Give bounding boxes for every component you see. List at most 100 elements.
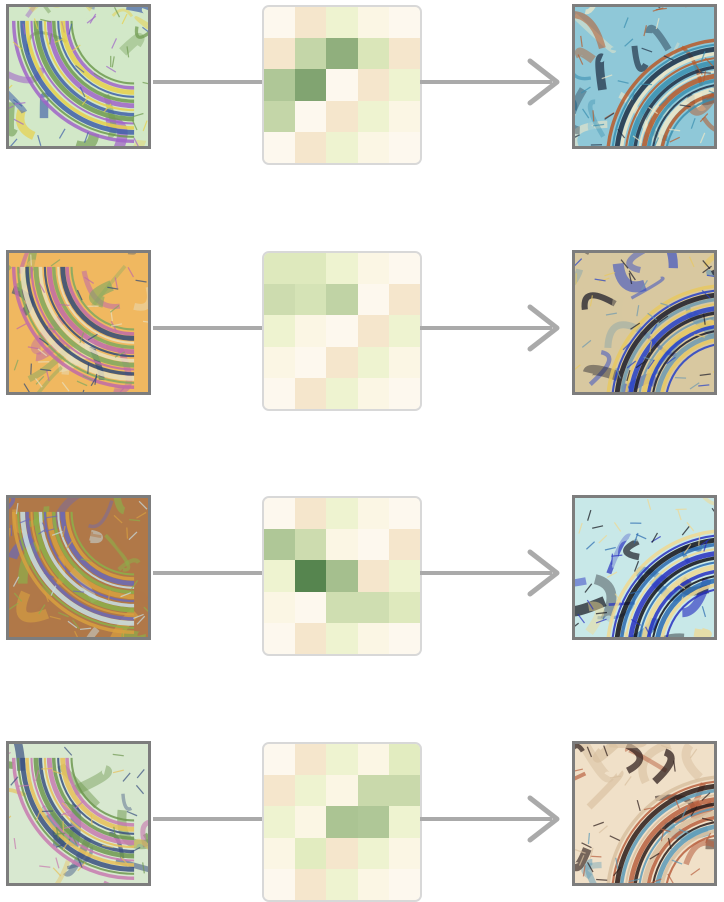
weight-cell	[264, 38, 296, 70]
arrow-right-icon	[527, 304, 560, 352]
weight-cell	[388, 377, 420, 409]
weight-cell	[357, 377, 389, 409]
weight-cell	[295, 775, 327, 807]
weight-cell	[326, 837, 358, 869]
weight-cell	[326, 591, 358, 623]
weight-cell	[357, 560, 389, 592]
weight-cell	[326, 100, 358, 132]
weight-cell	[357, 131, 389, 163]
weight-cell	[357, 529, 389, 561]
weight-cell	[357, 346, 389, 378]
weight-cell	[388, 806, 420, 838]
weight-cell	[388, 529, 420, 561]
weight-cell	[388, 591, 420, 623]
weight-cell	[388, 7, 420, 39]
weight-cell	[388, 622, 420, 654]
weight-cell	[388, 498, 420, 530]
weight-cell	[388, 38, 420, 70]
arrow-right-icon	[527, 549, 560, 597]
weight-cell	[326, 377, 358, 409]
weight-cell	[326, 7, 358, 39]
weight-cell	[295, 377, 327, 409]
weight-cell	[326, 131, 358, 163]
weight-cell	[326, 806, 358, 838]
connector-line	[153, 326, 265, 330]
weight-cell	[388, 253, 420, 285]
weight-cell	[326, 622, 358, 654]
weight-cell	[388, 315, 420, 347]
output-pattern-image	[572, 250, 717, 395]
weight-cell	[357, 744, 389, 776]
weight-cell	[326, 560, 358, 592]
weight-cell	[357, 100, 389, 132]
weight-cell	[388, 744, 420, 776]
weight-cell	[264, 253, 296, 285]
weight-cell	[326, 253, 358, 285]
connector-line	[420, 326, 552, 330]
weight-cell	[264, 837, 296, 869]
weight-cell	[295, 100, 327, 132]
weight-cell	[357, 498, 389, 530]
input-pattern-image	[6, 741, 151, 886]
weight-cell	[295, 498, 327, 530]
weight-cell	[326, 346, 358, 378]
weight-cell	[264, 622, 296, 654]
weight-grid	[262, 251, 422, 411]
weight-cell	[295, 346, 327, 378]
weight-cell	[295, 7, 327, 39]
connector-line	[420, 817, 552, 821]
weight-cell	[326, 284, 358, 316]
weight-cell	[357, 315, 389, 347]
output-pattern-image	[572, 4, 717, 149]
weight-cell	[295, 131, 327, 163]
row-3	[0, 491, 724, 656]
row-4	[0, 737, 724, 902]
weight-cell	[264, 7, 296, 39]
arrow-right-icon	[527, 795, 560, 843]
weight-cell	[388, 775, 420, 807]
weight-cell	[357, 868, 389, 900]
weight-cell	[264, 498, 296, 530]
output-pattern-image	[572, 495, 717, 640]
weight-cell	[388, 100, 420, 132]
connector-line	[420, 571, 552, 575]
weight-cell	[388, 69, 420, 101]
weight-cell	[326, 315, 358, 347]
weight-cell	[295, 38, 327, 70]
weight-cell	[264, 560, 296, 592]
weight-grid	[262, 5, 422, 165]
weight-cell	[264, 591, 296, 623]
weight-cell	[295, 315, 327, 347]
weight-cell	[264, 346, 296, 378]
weight-cell	[264, 529, 296, 561]
weight-cell	[357, 837, 389, 869]
weight-cell	[264, 806, 296, 838]
weight-cell	[326, 868, 358, 900]
weight-cell	[357, 69, 389, 101]
row-2	[0, 246, 724, 411]
weight-cell	[388, 837, 420, 869]
weight-cell	[326, 775, 358, 807]
weight-cell	[295, 806, 327, 838]
weight-cell	[264, 775, 296, 807]
input-pattern-image	[6, 4, 151, 149]
weight-cell	[295, 560, 327, 592]
row-1	[0, 0, 724, 165]
weight-cell	[264, 284, 296, 316]
weight-cell	[326, 38, 358, 70]
weight-cell	[295, 591, 327, 623]
weight-grid	[262, 742, 422, 902]
weight-cell	[388, 868, 420, 900]
connector-line	[153, 571, 265, 575]
weight-cell	[326, 498, 358, 530]
weight-cell	[264, 744, 296, 776]
weight-cell	[295, 253, 327, 285]
weight-cell	[295, 744, 327, 776]
weight-cell	[357, 7, 389, 39]
weight-cell	[388, 284, 420, 316]
connector-line	[153, 817, 265, 821]
weight-grid	[262, 496, 422, 656]
weight-cell	[295, 622, 327, 654]
weight-cell	[326, 529, 358, 561]
weight-cell	[357, 38, 389, 70]
